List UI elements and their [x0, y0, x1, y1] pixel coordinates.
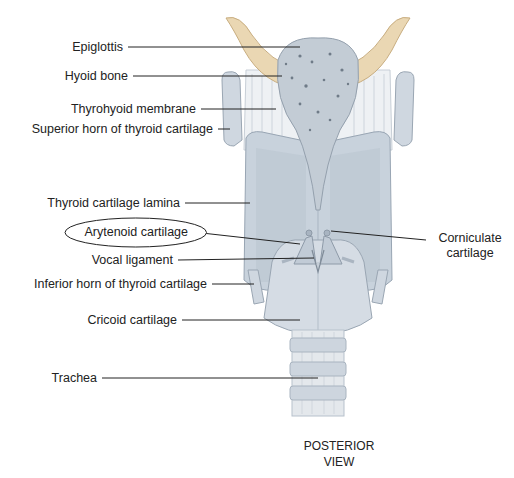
leader-line [182, 320, 300, 321]
part-label: Inferior horn of thyroid cartilage [34, 277, 207, 292]
leader-line [212, 284, 254, 285]
leader-line [331, 231, 426, 240]
circled-label: Arytenoid cartilage [64, 217, 208, 248]
part-label: Thyroid cartilage lamina [47, 196, 180, 211]
leader-line [185, 203, 250, 204]
leader-line [102, 378, 318, 379]
part-label: Trachea [52, 371, 97, 386]
part-label: Arytenoid cartilage [84, 225, 188, 240]
leader-line [193, 232, 300, 244]
part-label: Epiglottis [72, 40, 123, 55]
leader-line [201, 109, 276, 110]
view-caption: POSTERIOR VIEW [299, 438, 379, 470]
leader-line [133, 76, 282, 77]
part-label: Vocal ligament [92, 253, 173, 268]
leader-line [218, 129, 230, 130]
part-label: Thyrohyoid membrane [71, 102, 196, 117]
leader-line [178, 258, 314, 260]
part-label: Cricoid cartilage [87, 313, 177, 328]
part-label: Hyoid bone [65, 69, 128, 84]
part-label: Corniculate cartilage [429, 231, 511, 261]
part-label: Superior horn of thyroid cartilage [32, 122, 213, 137]
leader-line [128, 47, 300, 48]
